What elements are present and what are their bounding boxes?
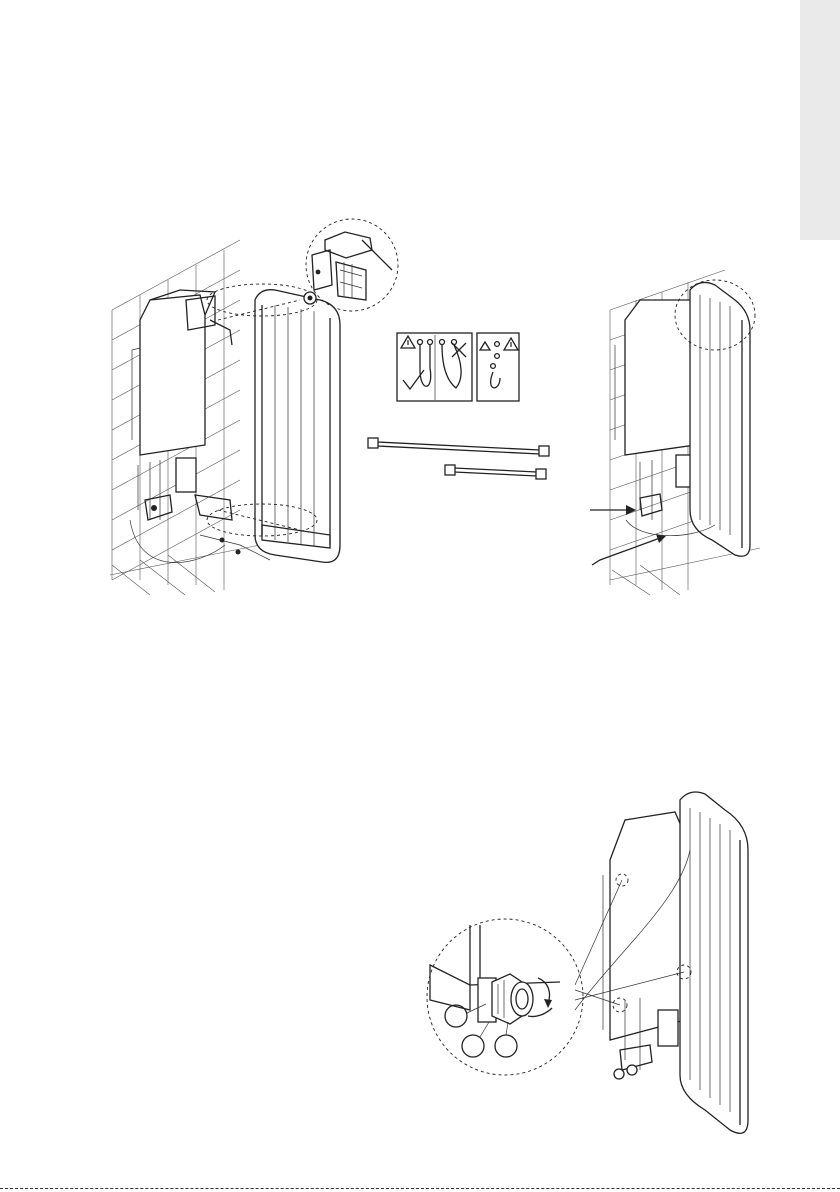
flexible-hose-long: [368, 438, 549, 456]
heater-unit-3: [603, 812, 685, 1079]
cross-mark-icon: [452, 343, 466, 357]
page-bottom-rule: [0, 1188, 840, 1189]
figure-step-1: [110, 219, 398, 595]
radiator-panel-closed: [690, 282, 750, 556]
flexible-hose-short: [445, 465, 546, 479]
radiator-panel-closed-3: [680, 792, 748, 1133]
radiator-panel-open: [255, 290, 340, 563]
part-bubble-3: [495, 1035, 517, 1057]
part-bubble-2: [462, 1035, 484, 1057]
callout-arrows: [590, 505, 666, 565]
hose-correct-bend: [420, 345, 431, 386]
heater-unit-2: [615, 300, 695, 520]
part-bubble-1: [445, 1005, 467, 1027]
zoom-detail-hinge: [304, 219, 398, 311]
hose-seal-washer: [491, 372, 500, 388]
warning-icon-small: [480, 342, 490, 350]
gland-nut-detail: [427, 919, 583, 1075]
figure-step-2: [590, 270, 760, 595]
heater-unit: [130, 290, 270, 563]
figure-step-3: [427, 792, 748, 1133]
figure-hose-guide: [368, 333, 549, 479]
